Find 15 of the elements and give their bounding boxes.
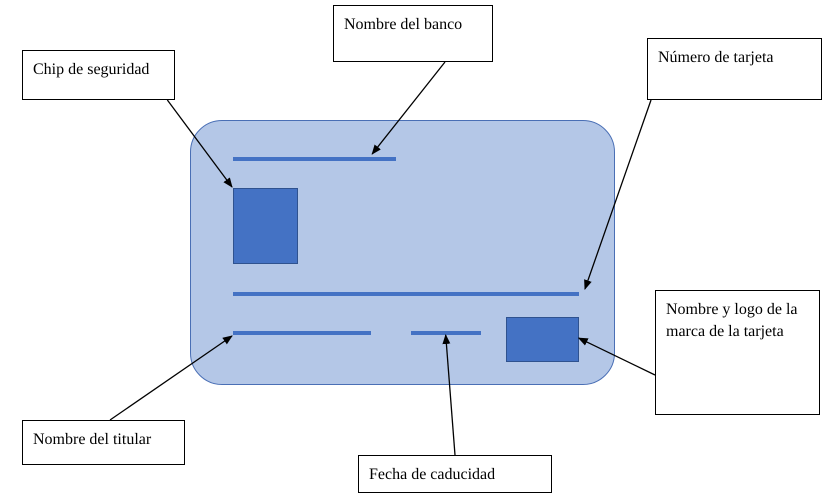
callout-label: Chip de seguridad [22, 50, 175, 100]
leader-line [442, 334, 456, 456]
callout-label: Número de tarjeta [647, 38, 822, 100]
leader-line [578, 337, 656, 376]
callout-label: Nombre del banco [333, 5, 493, 62]
callout-label: Fecha de caducidad [358, 455, 552, 493]
placeholder-rectangle [506, 317, 579, 362]
leader-line [110, 335, 233, 421]
leader-line [584, 100, 652, 290]
leader-line [372, 62, 446, 155]
callout-label: Nombre del titular [22, 420, 185, 465]
leader-line [166, 100, 233, 188]
callout-label: Nombre y logo de la marca de la tarjeta [655, 290, 820, 415]
chip-block [233, 188, 298, 264]
card-body [190, 120, 615, 385]
